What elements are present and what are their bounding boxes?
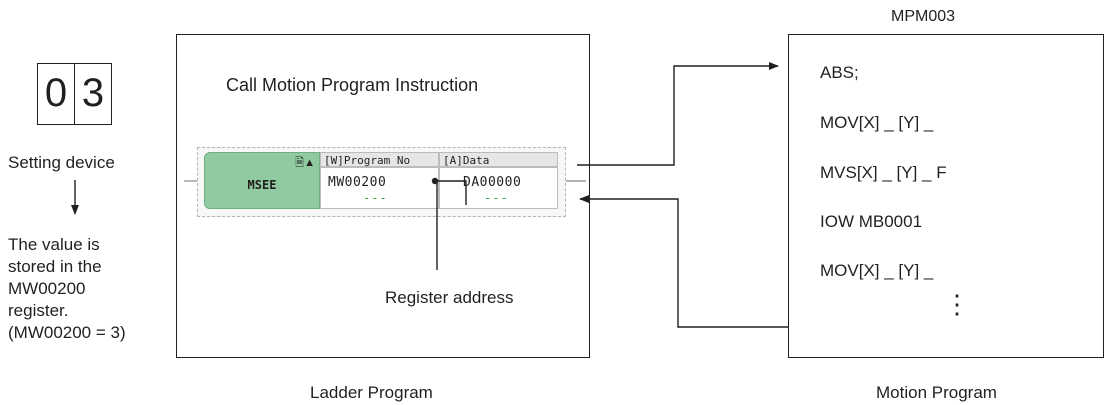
motion-line: MVS[X] _ [Y] _ F [820,163,947,182]
register-dot [431,177,439,185]
motion-program-name: MPM003 [891,8,956,25]
register-pointer [435,180,467,205]
note-line: register. [8,301,69,320]
instruction-name: MSEE [247,178,277,192]
data-header: [A]Data [439,152,558,167]
data-cell [439,167,558,209]
note-line: (MW00200 = 3) [8,323,126,342]
setting-device-label: Setting device [8,153,115,172]
document-icon: 🗎▲ [295,157,315,169]
note-line: stored in the [8,257,102,276]
note-line: The value is [8,235,100,254]
ellipsis: ⋮ [944,289,970,319]
program-no-header: [W]Program No [320,152,439,167]
setting-digit-tens: 0 [37,63,75,125]
setting-device-note: The value is stored in the MW00200 regis… [8,234,183,344]
msee-instruction-cell: 🗎▲ MSEE [204,152,320,209]
motion-program-caption: Motion Program [876,383,997,402]
call-arrow [577,62,779,166]
motion-line: ABS; [820,63,859,82]
motion-program-frame [788,34,1104,358]
motion-line: IOW MB0001 [820,212,923,231]
data-value: DA00000 [463,175,522,190]
note-line: MW00200 [8,279,86,298]
program-no-value: MW00200 [328,175,387,190]
ladder-heading: Call Motion Program Instruction [226,75,479,95]
msee-instruction-block: 🗎▲ MSEE [W]Program No MW00200 --- [A]Dat… [197,147,566,217]
return-arrow [579,195,788,328]
register-address-label: Register address [385,288,514,307]
program-no-cell [320,167,439,209]
motion-line: MOV[X] _ [Y] _ [820,113,934,132]
ladder-program-caption: Ladder Program [310,383,433,402]
program-no-status: --- [363,191,388,205]
setting-digit-ones: 3 [74,63,112,125]
data-status: --- [484,191,509,205]
motion-line: MOV[X] _ [Y] _ [820,261,934,280]
